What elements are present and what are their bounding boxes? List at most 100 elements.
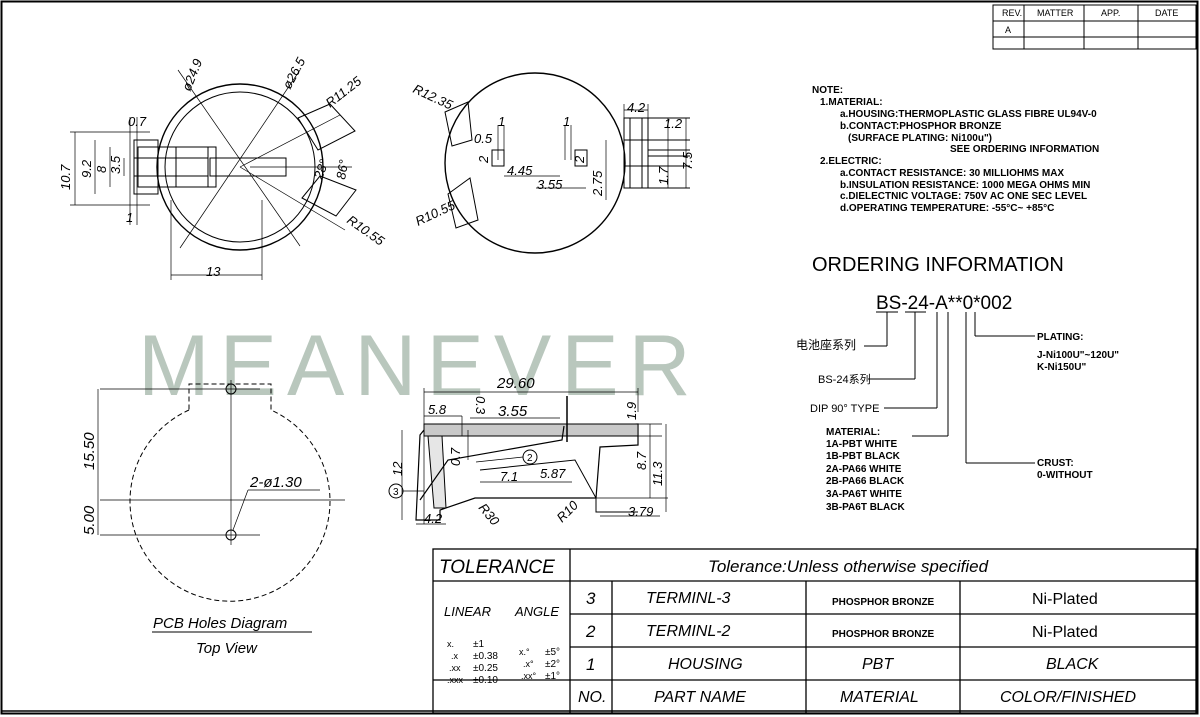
material-option-4: 2B-PA66 BLACK xyxy=(826,476,905,487)
watermark-text: MEANEVER xyxy=(138,318,701,414)
angle-label: ANGLE xyxy=(514,604,559,619)
dim-15-50: 15.50 xyxy=(81,432,98,470)
series-cn: 电池座系列 xyxy=(796,337,856,352)
material-option-5: 3A-PA6T WHITE xyxy=(826,489,902,500)
dim-4-2-side: 4.2 xyxy=(424,511,443,526)
dim-5-00: 5.00 xyxy=(81,505,98,535)
dim-r30: R30 xyxy=(476,500,503,529)
dim-7-1: 7.1 xyxy=(500,469,518,484)
dim-7-5: 7.5 xyxy=(680,151,695,170)
dim-3-5: 3.5 xyxy=(108,155,123,174)
linear-val-3: ±0.25 xyxy=(473,663,498,674)
bom-row-2-no: 2 xyxy=(585,622,596,641)
notes-title: NOTE: xyxy=(812,85,843,96)
bom-table-grid xyxy=(432,548,1197,714)
back-view xyxy=(444,72,690,254)
dim-8-7: 8.7 xyxy=(634,451,649,470)
dim-dia-24-9: ø24.9 xyxy=(179,57,205,93)
notes-electric-line-1: a.CONTACT RESISTANCE: 30 MILLIOHMS MAX xyxy=(840,168,1064,179)
material-option-1: 1A-PBT WHITE xyxy=(826,439,897,450)
dim-8: 8 xyxy=(94,165,109,173)
dim-29-60: 29.60 xyxy=(496,375,535,392)
bom-row-1-part: HOUSING xyxy=(668,656,743,673)
dim-r-12-35: R12.35 xyxy=(411,81,456,113)
dim-1-front: 1 xyxy=(126,210,133,225)
notes-electric-line-4: d.OPERATING TEMPERATURE: -55°C~ +85°C xyxy=(840,203,1054,214)
revision-block xyxy=(992,4,1197,50)
dim-0-5-a: 0.5 xyxy=(474,131,493,146)
dim-5-8: 5.8 xyxy=(428,402,447,417)
dim-13: 13 xyxy=(206,264,221,279)
dim-1-7: 1.7 xyxy=(656,166,671,185)
dim-3-55-side: 3.55 xyxy=(498,403,528,420)
dim-4-2-back: 4.2 xyxy=(627,100,646,115)
dim-86deg: 86° xyxy=(333,159,351,181)
dim-1-2: 1.2 xyxy=(664,116,683,131)
bom-row-1-no: 1 xyxy=(586,655,595,674)
dim-2-a: 2 xyxy=(476,155,491,164)
notes-material-line-2: b.CONTACT:PHOSPHOR BRONZE xyxy=(840,121,1002,132)
side-view xyxy=(388,388,668,525)
series-code: BS-24系列 xyxy=(818,372,871,386)
angle-key-1: x.° xyxy=(519,647,530,657)
material-option-3: 2A-PA66 WHITE xyxy=(826,464,902,475)
linear-val-1: ±1 xyxy=(473,639,484,650)
dim-2-75: 2.75 xyxy=(590,170,605,197)
dip-type: DIP 90° TYPE xyxy=(810,403,879,415)
pcb-diagram-subtitle: Top View xyxy=(196,640,258,657)
notes-material-heading: 1.MATERIAL: xyxy=(820,97,883,108)
pcb-holes-diagram xyxy=(97,380,345,602)
dim-r-11-25: R11.25 xyxy=(323,73,365,111)
plating-option-2: K-Ni150U" xyxy=(1037,362,1086,373)
material-options-heading: MATERIAL: xyxy=(826,427,880,438)
tolerance-note: Tolerance:Unless otherwise specified xyxy=(708,557,989,576)
plating-heading: PLATING: xyxy=(1037,332,1083,343)
plating-option-1: J-Ni100U"~120U" xyxy=(1037,350,1119,361)
dim-3-79: 3.79 xyxy=(628,504,653,519)
bom-row-2-part: TERMINL-2 xyxy=(646,623,731,640)
angle-val-1: ±5° xyxy=(545,647,560,658)
linear-key-4: .xxx xyxy=(447,675,464,685)
dim-0-7-front: 0.7 xyxy=(128,114,147,129)
dim-dia-26-5: ø26.5 xyxy=(279,54,308,91)
dim-11-3: 11.3 xyxy=(650,461,665,486)
dim-r-10-55-front: R10.55 xyxy=(344,212,388,249)
notes-electric-heading: 2.ELECTRIC: xyxy=(820,156,882,167)
linear-key-3: .xx xyxy=(449,663,461,673)
dim-28deg: 28° xyxy=(310,157,331,182)
ordering-title: ORDERING INFORMATION xyxy=(812,254,1064,276)
angle-key-2: .x° xyxy=(523,659,534,669)
notes-electric-line-2: b.INSULATION RESISTANCE: 1000 MEGA OHMS … xyxy=(840,180,1090,191)
angle-val-3: ±1° xyxy=(545,671,560,682)
front-view xyxy=(70,69,357,280)
bom-row-3-no: 3 xyxy=(586,589,596,608)
material-option-2: 1B-PBT BLACK xyxy=(826,451,901,462)
col-header-color: COLOR/FINISHED xyxy=(1000,689,1136,706)
ordering-leaders xyxy=(864,311,1035,464)
notes-electric-line-3: c.DIELECTNIC VOLTAGE: 750V AC ONE SEC LE… xyxy=(840,191,1087,202)
material-option-6: 3B-PA6T BLACK xyxy=(826,502,905,513)
dim-4-45: 4.45 xyxy=(507,163,533,178)
dim-1-b: 1 xyxy=(563,114,570,129)
linear-label: LINEAR xyxy=(444,604,491,619)
pcb-diagram-title: PCB Holes Diagram xyxy=(153,615,287,632)
angle-val-2: ±2° xyxy=(545,659,560,670)
rev-header: REV. xyxy=(1002,8,1022,18)
rev-value: A xyxy=(1005,25,1011,35)
dim-1-a: 1 xyxy=(498,114,505,129)
dim-0-7-side: 0.7 xyxy=(448,447,463,466)
crust-heading: CRUST: xyxy=(1037,458,1074,469)
dim-10-7: 10.7 xyxy=(58,164,73,190)
bom-row-3-part: TERMINL-3 xyxy=(646,590,731,607)
linear-val-4: ±0.10 xyxy=(473,675,498,686)
tolerance-header: TOLERANCE xyxy=(439,557,555,578)
dim-5-87: 5.87 xyxy=(540,466,566,481)
bom-row-3-material: PHOSPHOR BRONZE xyxy=(832,597,935,608)
linear-val-2: ±0.38 xyxy=(473,651,498,662)
callout-3: 3 xyxy=(393,487,399,498)
bom-row-1-color: BLACK xyxy=(1046,656,1100,673)
part-number: BS-24-A**0*002 xyxy=(876,293,1012,314)
matter-header: MATTER xyxy=(1037,8,1074,18)
dim-3-55-back: 3.55 xyxy=(537,177,563,192)
